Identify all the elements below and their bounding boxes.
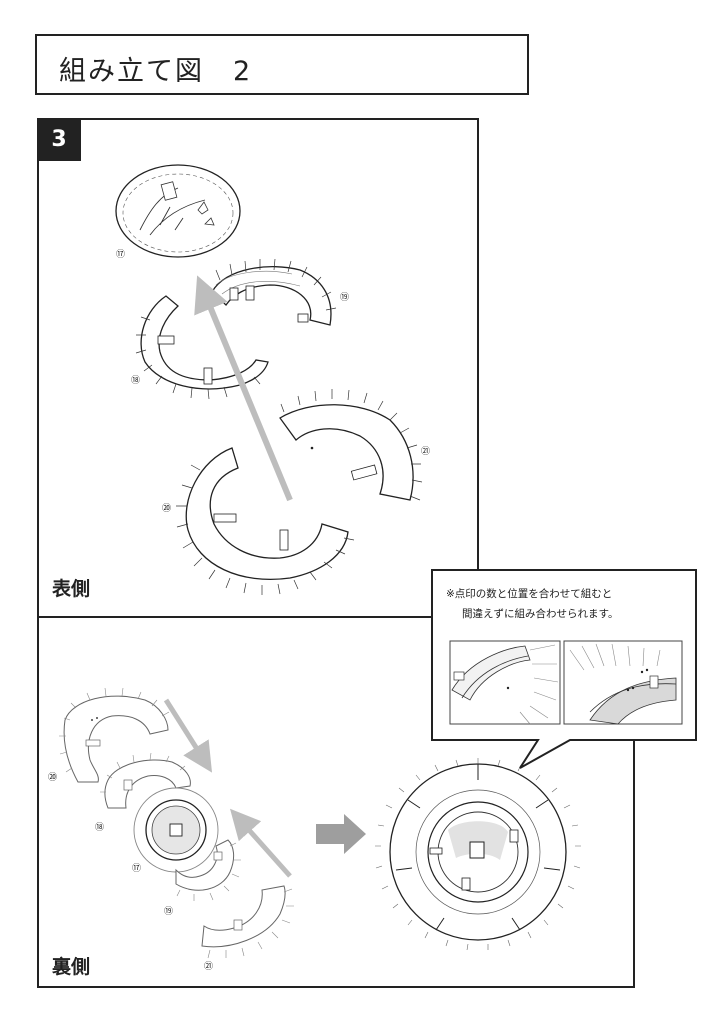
- back-arrow-up: [230, 808, 292, 878]
- back-label-part-18: ⑱: [95, 822, 104, 833]
- label-part-18: ⑱: [131, 375, 140, 386]
- back-side-label: 裏側: [52, 956, 91, 978]
- callout-detail-left: [451, 644, 559, 725]
- part-21-arc: [279, 389, 423, 501]
- part-19-arc: [211, 258, 337, 326]
- back-side-panel: [37, 616, 635, 988]
- back-part-18-arc: [100, 752, 191, 809]
- back-label-part-17: ⑰: [132, 863, 141, 874]
- part-17-disc: [115, 164, 241, 258]
- label-part-19: ⑲: [340, 292, 349, 303]
- callout-text-line-2: 間違えずに組み合わせられます。: [462, 608, 619, 620]
- callout-text-line-1: ※点印の数と位置を合わせて組むと: [446, 588, 613, 600]
- callout-detail-right: [569, 643, 677, 725]
- completed-assembly: [375, 758, 581, 951]
- back-part-20-arc: [59, 687, 170, 783]
- back-part-17-disc: [133, 787, 219, 873]
- page-title: 組み立て図 2: [59, 56, 253, 87]
- page-title-box: 組み立て図 2: [35, 34, 529, 95]
- back-label-part-19: ⑲: [164, 906, 173, 917]
- label-part-20: ⑳: [162, 503, 171, 514]
- callout-box: [431, 569, 697, 769]
- result-arrow: [316, 814, 366, 854]
- step-number-badge: 3: [37, 118, 81, 161]
- back-label-part-21: ㉑: [204, 961, 213, 972]
- label-part-21: ㉑: [421, 446, 430, 457]
- back-arrow-down: [163, 698, 213, 773]
- part-20-arc: [176, 447, 355, 595]
- back-part-21-arc: [201, 885, 294, 959]
- back-part-19-arc: [175, 839, 241, 901]
- part-18-arc: [135, 295, 269, 400]
- label-part-17: ⑰: [116, 249, 125, 260]
- front-assembly-arrow: [194, 275, 293, 502]
- front-side-label: 表側: [52, 578, 91, 600]
- back-label-part-20: ⑳: [48, 772, 57, 783]
